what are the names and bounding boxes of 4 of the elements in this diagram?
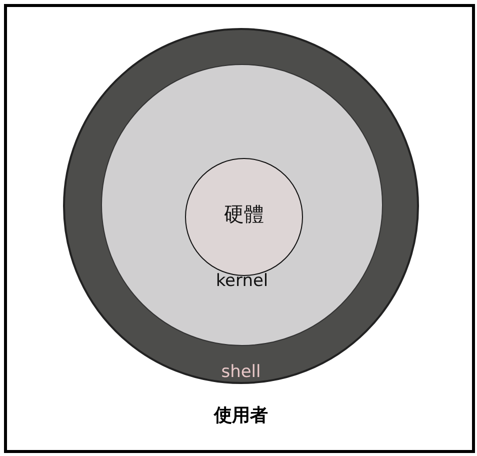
layer-label: kernel [214, 271, 270, 292]
layer-label: 硬體 [223, 202, 265, 226]
user-label: 使用者 [212, 404, 269, 427]
layer-label: shell [220, 362, 262, 382]
